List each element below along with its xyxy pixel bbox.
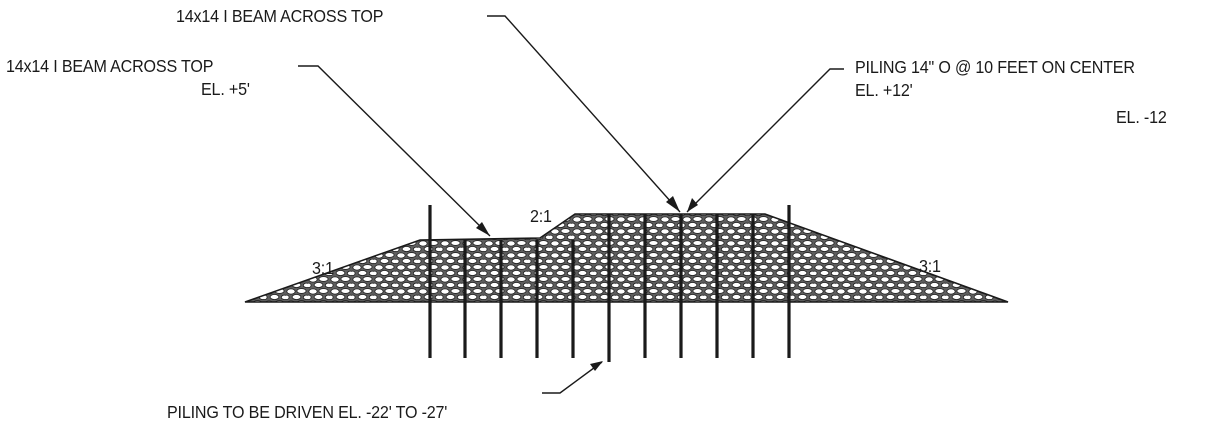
elevation-top-label: EL. +12' <box>855 80 913 100</box>
arrowhead-beam-top <box>666 196 680 212</box>
beam-top-label: 14x14 I BEAM ACROSS TOP <box>176 6 384 26</box>
elevation-left-label: EL. +5' <box>201 79 250 99</box>
piling-spec-label: PILING 14" O @ 10 FEET ON CENTER <box>855 57 1135 77</box>
leader-piling-spec <box>686 68 844 213</box>
piling-group <box>428 205 791 362</box>
leader-beam-left <box>298 65 491 237</box>
slope-left-label: 3:1 <box>312 258 334 278</box>
slope-top-label: 2:1 <box>530 206 552 226</box>
slope-right-label: 3:1 <box>919 256 941 276</box>
piling-depth-label: PILING TO BE DRIVEN EL. -22' TO -27' <box>167 402 448 422</box>
embankment-rubble-fill <box>244 213 1009 303</box>
beam-left-label: 14x14 I BEAM ACROSS TOP <box>6 56 214 76</box>
arrowhead-piling-depth <box>590 361 603 371</box>
arrowhead-beam-left <box>476 222 490 236</box>
elevation-right-label: EL. -12 <box>1116 107 1167 127</box>
arrowhead-piling-spec <box>687 198 698 212</box>
leader-piling-depth <box>542 361 603 394</box>
leader-beam-top <box>487 15 681 213</box>
